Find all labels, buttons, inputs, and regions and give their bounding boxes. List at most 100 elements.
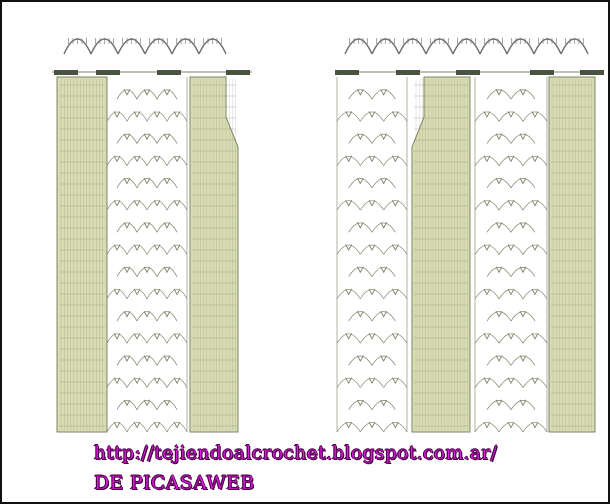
shell-stitch [163,133,171,141]
shell-stitch [368,244,376,252]
shell-stitch [173,288,181,296]
shell-stitch [123,222,131,229]
chain-arch [156,311,178,322]
shell-stitch [495,399,503,407]
shell-stitch [391,288,399,296]
shell-stitch [345,288,353,296]
chain-arch [156,222,178,233]
shell-stitch [356,399,364,407]
right-lace-stripe-1 [336,77,408,433]
chain-arch [474,377,500,388]
chain-arch [336,155,361,166]
chain-arch [106,244,128,255]
shell-stitch [507,377,515,385]
chain-arch [498,377,524,388]
shell-stitch [380,266,388,274]
left-lace-stripe [106,77,188,433]
shell-stitch [153,421,161,429]
shell-stitch [173,333,181,340]
chain-arch [336,289,361,300]
chain-arch [126,289,148,300]
chain-arch [166,200,188,211]
chain-arch [360,289,384,300]
shell-stitch [531,244,539,252]
chain-arch [371,266,396,277]
chain-arch [166,244,188,255]
shell-stitch [123,355,131,362]
shell-stitch [368,333,376,340]
left-filled-stripe-2 [189,76,239,433]
shell-stitch [507,288,515,296]
chain-arch [486,133,512,144]
chain-arch [166,377,188,388]
chain-arch [116,311,138,322]
chain-arch [474,333,500,344]
chain-arch [522,244,548,255]
chain-arch [510,311,536,322]
shell-stitch [113,155,121,163]
chain-arch [136,355,158,366]
chain-arch [146,289,168,300]
edge-marker [226,70,250,75]
chain-arch [360,244,384,255]
shell-stitch [368,111,376,118]
chain-arch [348,355,373,366]
shell-stitch [356,310,364,318]
shell-stitch [368,421,376,429]
chain-arch [371,355,396,366]
chain-arch [522,422,548,433]
shell-stitch [345,244,353,252]
chain-arch [474,111,500,122]
chain-arch [498,422,524,433]
chain-arch [383,200,408,211]
chain-arch [371,222,396,233]
chain-arch [336,200,361,211]
chain-arch [486,178,512,189]
shell-stitch [368,288,376,296]
chain-arch [498,333,524,344]
chain-arch [383,422,408,433]
shell-stitch [173,199,181,207]
shell-stitch [483,155,491,163]
chain-arch [146,422,168,433]
shell-stitch [153,244,161,252]
chain-arch [136,311,158,322]
chain-arch [136,400,158,410]
shell-stitch [133,244,141,252]
chain-arch [510,355,536,366]
chain-arch [136,133,158,144]
chain-arch [474,289,500,300]
shell-stitch [531,333,539,340]
shell-stitch [495,177,503,185]
chain-arch [486,266,512,277]
shell-stitch [356,222,364,229]
chain-arch [116,400,138,410]
shell-stitch [483,377,491,385]
chain-arch [371,311,396,322]
shell-stitch [483,333,491,340]
shell-stitch [368,377,376,385]
chain-arch [156,133,178,144]
chain-arch [383,333,408,344]
shell-stitch [507,244,515,252]
left-scallop-edge [63,38,227,55]
chain-arch [126,244,148,255]
shell-stitch [519,177,527,185]
shell-stitch [380,355,388,362]
shell-stitch [531,199,539,207]
shell-stitch [345,111,353,118]
chain-arch [146,200,168,211]
shell-stitch [391,244,399,252]
chain-arch [510,400,536,411]
chain-arch [116,355,138,366]
chain-arch [106,377,128,388]
chain-arch [522,200,548,211]
shell-stitch [133,199,141,207]
shell-stitch [483,244,491,252]
shell-stitch [113,244,121,252]
left-panel [52,38,252,433]
shell-stitch [495,133,503,141]
shell-stitch [153,333,161,340]
shell-stitch [143,310,151,318]
